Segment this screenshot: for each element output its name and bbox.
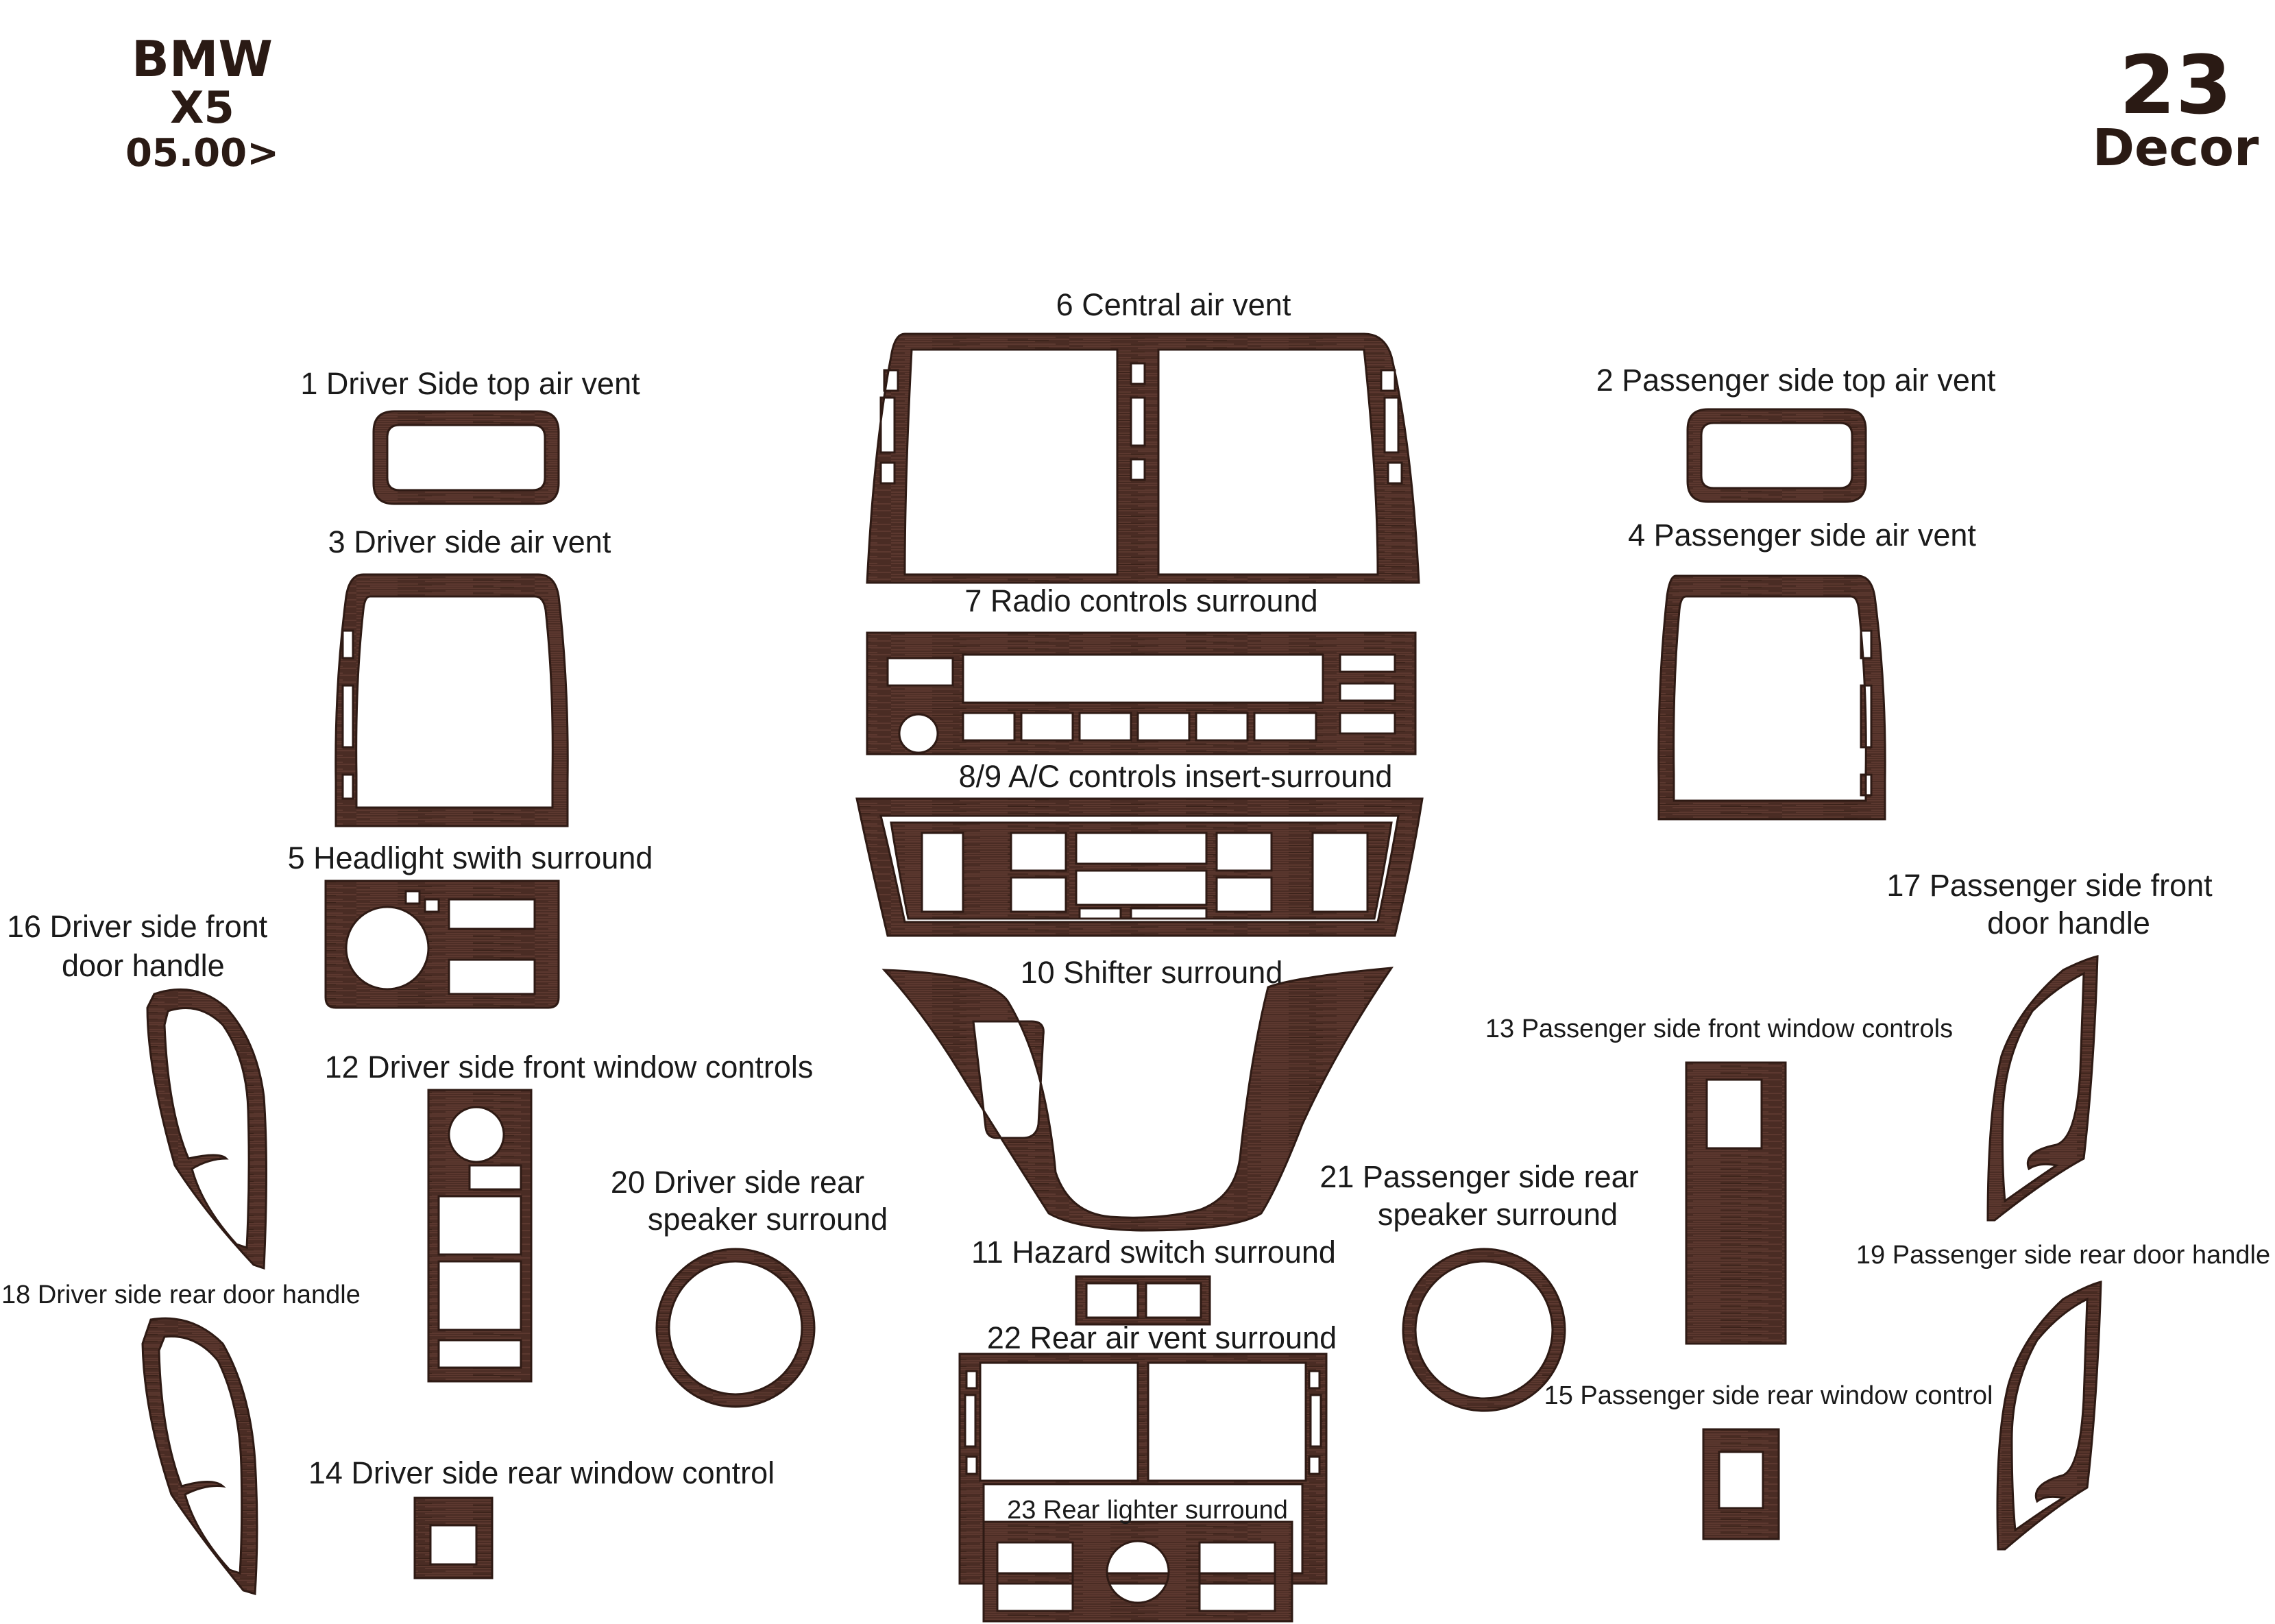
label-11: 11 Hazard switch surround <box>971 1235 1336 1270</box>
make-label: BMW <box>132 30 273 88</box>
label-21b: speaker surround <box>1377 1197 1618 1232</box>
part-23-rear-lighter-surround <box>982 1520 1293 1623</box>
part-1-driver-top-vent <box>372 410 560 505</box>
part-18-driver-rear-door-handle <box>141 1317 258 1595</box>
label-23: 23 Rear lighter surround <box>1007 1496 1288 1525</box>
label-7: 7 Radio controls surround <box>964 583 1318 618</box>
label-12: 12 Driver side front window controls <box>324 1050 814 1084</box>
part-11-hazard-surround <box>1075 1275 1211 1326</box>
count-header: 23 Decor <box>2076 45 2275 173</box>
part-19-passenger-rear-door-handle <box>1996 1281 2102 1551</box>
model-label: X5 <box>170 83 234 134</box>
part-17-passenger-front-door-handle <box>1986 955 2099 1222</box>
part-12-driver-window-controls <box>427 1089 533 1383</box>
part-5-headlight-surround <box>324 880 560 1009</box>
label-22: 22 Rear air vent surround <box>986 1320 1337 1355</box>
label-16b: door handle <box>62 948 225 983</box>
part-22-rear-vent-surround <box>958 1353 1328 1585</box>
part-21-passenger-speaker-surround <box>1402 1248 1566 1412</box>
label-14: 14 Driver side rear window control <box>308 1455 775 1490</box>
brand-header: BMW X5 05.00> <box>110 34 295 173</box>
part-7-radio-surround <box>866 631 1417 755</box>
label-6: 6 Central air vent <box>1056 287 1291 322</box>
date-label: 05.00> <box>125 131 280 175</box>
part-13-passenger-window-controls <box>1685 1061 1787 1345</box>
label-10: 10 Shifter surround <box>1020 955 1283 990</box>
label-4: 4 Passenger side air vent <box>1628 518 1976 553</box>
label-5: 5 Headlight swith surround <box>287 840 653 875</box>
part-8-9-ac-surround <box>855 797 1424 937</box>
part-8-9-ac-insert <box>890 821 1393 920</box>
part-15-passenger-rear-window-control <box>1702 1428 1780 1540</box>
label-13: 13 Passenger side front window controls <box>1485 1015 1954 1043</box>
label-2: 2 Passenger side top air vent <box>1596 363 1996 398</box>
label-19: 19 Passenger side rear door handle <box>1856 1241 2271 1270</box>
label-8-9: 8/9 A/C controls insert-surround <box>958 759 1393 794</box>
part-3-driver-side-vent <box>334 573 569 827</box>
label-3: 3 Driver side air vent <box>328 524 611 559</box>
label-20b: speaker surround <box>647 1202 888 1237</box>
part-14-driver-rear-window-control <box>413 1496 494 1579</box>
part-2-passenger-top-vent <box>1686 408 1867 503</box>
label-1: 1 Driver Side top air vent <box>300 366 640 401</box>
label-21a: 21 Passenger side rear <box>1319 1159 1639 1194</box>
decor-label: Decor <box>2092 119 2259 178</box>
label-15: 15 Passenger side rear window control <box>1544 1381 1993 1410</box>
label-17b: door handle <box>1987 906 2150 941</box>
label-17a: 17 Passenger side front <box>1886 868 2213 903</box>
part-count: 23 <box>2119 38 2233 132</box>
part-10-shifter-surround <box>881 967 1394 1232</box>
label-20a: 20 Driver side rear <box>610 1165 865 1200</box>
label-18: 18 Driver side rear door handle <box>1 1281 361 1309</box>
part-16-driver-front-door-handle <box>146 988 267 1270</box>
part-20-driver-speaker-surround <box>655 1248 816 1408</box>
part-4-passenger-side-vent <box>1657 574 1886 821</box>
label-16a: 16 Driver side front <box>7 909 268 944</box>
part-6-central-vent <box>866 332 1420 584</box>
